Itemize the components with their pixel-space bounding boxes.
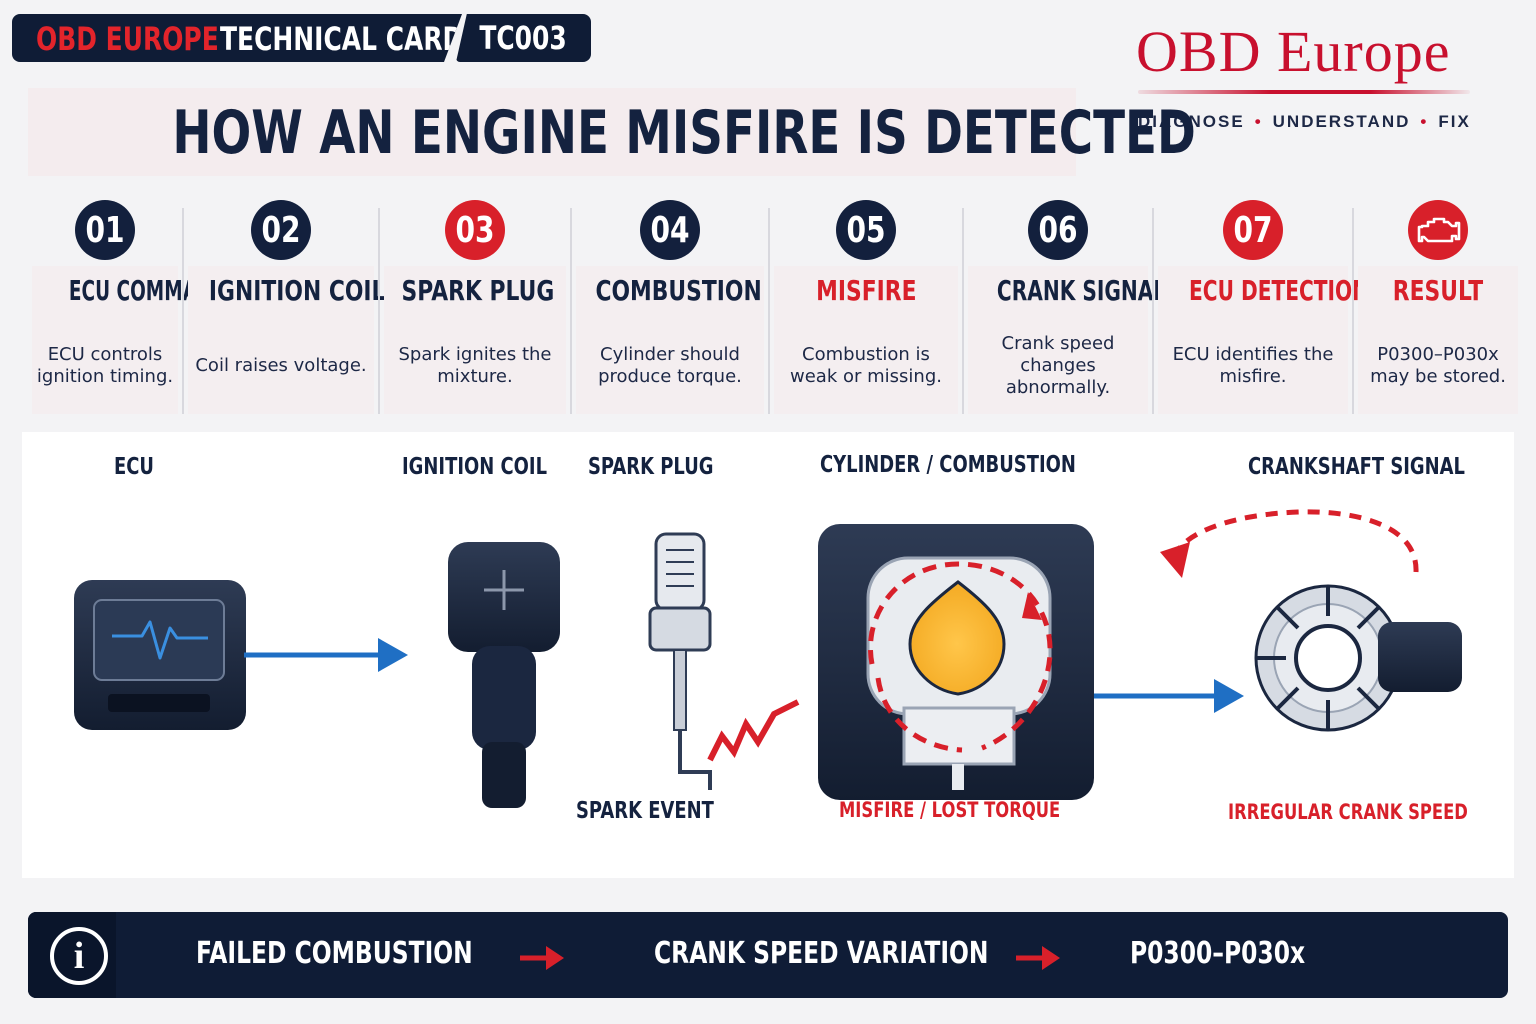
badge-card-code: TC003 bbox=[479, 19, 568, 57]
step-title: CRANK SIGNAL bbox=[996, 274, 1167, 307]
step-desc: ECU identifies the misfire. bbox=[1172, 344, 1334, 387]
logo-underline bbox=[1138, 90, 1470, 94]
badge-card-label: TECHNICAL CARD bbox=[220, 20, 464, 58]
header-badge: OBD EUROPE TECHNICAL CARD bbox=[12, 14, 462, 62]
step-number: 05 bbox=[836, 200, 896, 260]
info-box: i bbox=[28, 912, 116, 998]
step-title: ECU COMMAND bbox=[68, 274, 228, 307]
step-ecu-command: 01 ECU COMMAND ECU controls ignition tim… bbox=[28, 196, 228, 414]
step-title: RESULT bbox=[1392, 274, 1484, 307]
irregular-crank-label: IRREGULAR CRANK SPEED bbox=[1228, 800, 1468, 824]
crank-label: CRANKSHAFT SIGNAL bbox=[1248, 454, 1465, 480]
check-engine-icon bbox=[1408, 200, 1468, 260]
page-title: HOW AN ENGINE MISFIRE IS DETECTED bbox=[172, 98, 1196, 168]
step-misfire: 05 MISFIRE Combustion is weak or missing… bbox=[770, 196, 962, 414]
step-desc: ECU controls ignition timing. bbox=[36, 344, 174, 387]
step-ignition-coil: 02 IGNITION COIL Coil raises voltage. bbox=[184, 196, 386, 414]
step-number: 02 bbox=[251, 200, 311, 260]
cylinder-label: CYLINDER / COMBUSTION bbox=[820, 452, 1076, 478]
brand-tagline: DIAGNOSE•UNDERSTAND•FIX bbox=[1138, 112, 1471, 131]
step-desc: P0300–P030x may be stored. bbox=[1370, 344, 1506, 387]
step-title: SPARK PLUG bbox=[401, 274, 555, 307]
step-ecu-detection: 07 ECU DETECTION ECU identifies the misf… bbox=[1154, 196, 1370, 414]
ecu-label: ECU bbox=[114, 454, 154, 480]
ignition-coil-icon bbox=[448, 542, 560, 808]
ecu-module-icon bbox=[74, 580, 246, 730]
step-title: ECU DETECTION bbox=[1189, 274, 1370, 307]
arrow-cylinder-to-crank bbox=[1094, 679, 1244, 713]
spark-plug-icon bbox=[648, 532, 712, 790]
step-number: 06 bbox=[1028, 200, 1088, 260]
step-crank-signal: 06 CRANK SIGNAL Crank speed changes abno… bbox=[964, 196, 1167, 414]
summary-failed-combustion: FAILED COMBUSTION bbox=[196, 936, 473, 971]
step-title: IGNITION COIL bbox=[208, 274, 386, 307]
summary-arrow-icon bbox=[1016, 946, 1060, 970]
plug-label: SPARK PLUG bbox=[588, 454, 714, 480]
arrow-ecu-to-coil bbox=[244, 638, 408, 672]
coil-label: IGNITION COIL bbox=[402, 454, 548, 480]
summary-bar: i FAILED COMBUSTION CRANK SPEED VARIATIO… bbox=[28, 912, 1508, 998]
step-result: RESULT P0300–P030x may be stored. bbox=[1354, 196, 1522, 414]
step-desc: Coil raises voltage. bbox=[195, 355, 367, 376]
step-number: 01 bbox=[75, 200, 135, 260]
spark-event-label: SPARK EVENT bbox=[576, 798, 714, 824]
crank-wheel-icon bbox=[1254, 584, 1462, 732]
tagline-word: DIAGNOSE bbox=[1138, 112, 1245, 131]
tagline-word: FIX bbox=[1438, 112, 1471, 131]
step-desc: Crank speed changes abnormally. bbox=[1001, 333, 1115, 398]
badge-brand: OBD EUROPE bbox=[36, 20, 219, 58]
summary-arrow-icon bbox=[520, 946, 564, 970]
step-number: 04 bbox=[640, 200, 700, 260]
brand-logo: OBD Europe bbox=[1136, 19, 1451, 84]
step-title: MISFIRE bbox=[815, 274, 917, 307]
step-desc: Spark ignites the mixture. bbox=[398, 344, 552, 387]
step-combustion: 04 COMBUSTION Cylinder should produce to… bbox=[572, 196, 768, 414]
info-icon: i bbox=[50, 927, 108, 985]
spark-bolt-icon bbox=[707, 699, 800, 762]
summary-code-range: P0300–P030x bbox=[1130, 936, 1306, 971]
misfire-label: MISFIRE / LOST TORQUE bbox=[839, 798, 1061, 822]
step-desc: Combustion is weak or missing. bbox=[790, 344, 942, 387]
rotation-arrow-icon bbox=[1160, 509, 1419, 578]
tagline-word: UNDERSTAND bbox=[1272, 112, 1411, 131]
badge-code-box: TC003 bbox=[456, 14, 591, 62]
summary-crank-speed-variation: CRANK SPEED VARIATION bbox=[654, 936, 989, 971]
title-bar: HOW AN ENGINE MISFIRE IS DETECTED bbox=[28, 88, 1196, 176]
diagram-graphics bbox=[74, 509, 1462, 808]
diagram-panel: ECU IGNITION COIL SPARK PLUG CYLINDER / … bbox=[22, 432, 1514, 878]
cylinder-icon bbox=[818, 524, 1094, 800]
step-spark-plug: 03 SPARK PLUG Spark ignites the mixture. bbox=[380, 196, 570, 414]
step-title: COMBUSTION bbox=[595, 274, 762, 307]
step-number: 07 bbox=[1223, 200, 1283, 260]
step-desc: Cylinder should produce torque. bbox=[598, 344, 742, 387]
step-number: 03 bbox=[445, 200, 505, 260]
